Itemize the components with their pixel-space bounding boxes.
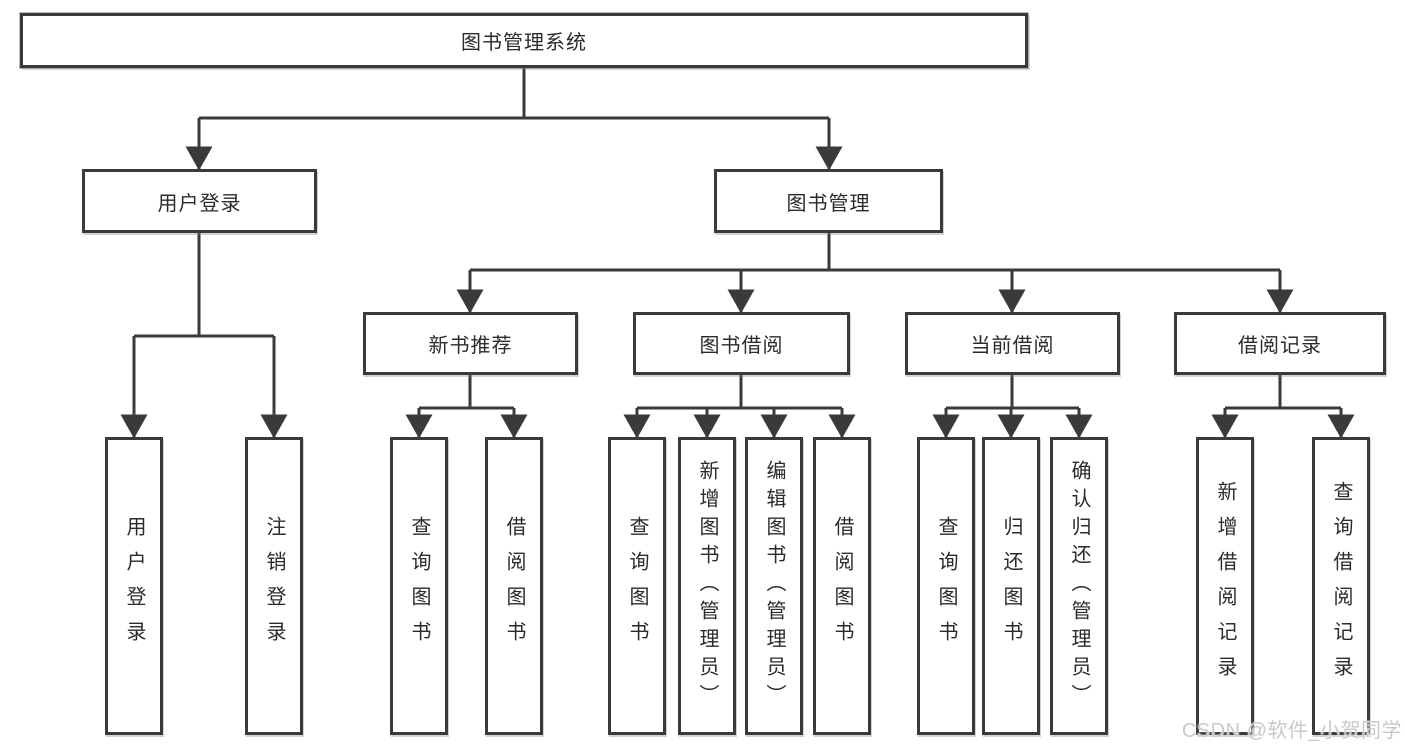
node-leaf-query-borrow-record: 查询借阅记录 <box>1312 437 1370 735</box>
node-leaf-return-books: 归还图书 <box>982 437 1040 735</box>
node-leaf-edit-books-admin-label: 编辑图书（管理员） <box>763 460 785 712</box>
node-book-borrow: 图书借阅 <box>633 312 850 375</box>
node-root: 图书管理系统 <box>20 13 1028 68</box>
node-leaf-borrow-books-label: 借阅图书 <box>831 516 853 656</box>
node-leaf-query-borrow-record-label: 查询借阅记录 <box>1330 481 1352 691</box>
node-leaf-edit-books-admin: 编辑图书（管理员） <box>745 437 803 735</box>
node-leaf-logout-label: 注销登录 <box>263 516 285 656</box>
node-borrow-records: 借阅记录 <box>1174 312 1386 375</box>
edges-borrow-records <box>1211 375 1355 439</box>
node-leaf-query-books-current: 查询图书 <box>917 437 975 735</box>
node-book-borrow-label: 图书借阅 <box>699 335 784 357</box>
node-leaf-query-books-borrow-label: 查询图书 <box>626 516 648 656</box>
node-current-borrow-label: 当前借阅 <box>970 335 1055 357</box>
node-book-management: 图书管理 <box>714 169 943 233</box>
node-book-management-label: 图书管理 <box>786 192 871 215</box>
node-leaf-borrow-books: 借阅图书 <box>813 437 871 735</box>
node-user-login: 用户登录 <box>82 169 317 233</box>
node-borrow-records-label: 借阅记录 <box>1238 335 1322 357</box>
node-leaf-logout: 注销登录 <box>245 437 303 735</box>
node-root-label: 图书管理系统 <box>461 32 587 54</box>
edges-book-management <box>456 233 1294 314</box>
node-user-login-label: 用户登录 <box>157 192 242 215</box>
node-leaf-confirm-return-admin-label: 确认归还（管理员） <box>1068 460 1090 712</box>
node-leaf-add-books-admin-label: 新增图书（管理员） <box>696 460 718 712</box>
edges-current-borrow <box>932 375 1093 439</box>
node-new-book-recommend: 新书推荐 <box>363 312 578 375</box>
node-leaf-user-login: 用户登录 <box>105 437 163 735</box>
node-leaf-confirm-return-admin: 确认归还（管理员） <box>1050 437 1108 735</box>
node-leaf-return-books-label: 归还图书 <box>1000 516 1022 656</box>
node-new-book-recommend-label: 新书推荐 <box>428 335 513 357</box>
edges-book-borrow <box>623 375 856 439</box>
edges-root <box>185 68 843 171</box>
node-leaf-query-books-current-label: 查询图书 <box>935 516 957 656</box>
node-leaf-query-books-recommend: 查询图书 <box>390 437 448 735</box>
node-leaf-add-borrow-record-label: 新增借阅记录 <box>1214 481 1236 691</box>
csdn-watermark: CSDN @软件_小贺同学 <box>1181 720 1402 742</box>
edges-new-book-recommend <box>405 375 528 439</box>
node-leaf-query-books-recommend-label: 查询图书 <box>408 516 430 656</box>
edges-user-login <box>120 233 288 439</box>
node-leaf-borrow-books-recommend-label: 借阅图书 <box>503 516 525 656</box>
node-leaf-query-books-borrow: 查询图书 <box>608 437 666 735</box>
node-leaf-borrow-books-recommend: 借阅图书 <box>485 437 543 735</box>
node-current-borrow: 当前借阅 <box>905 312 1120 375</box>
node-leaf-add-books-admin: 新增图书（管理员） <box>678 437 736 735</box>
node-leaf-add-borrow-record: 新增借阅记录 <box>1196 437 1254 735</box>
node-leaf-user-login-label: 用户登录 <box>123 516 145 656</box>
